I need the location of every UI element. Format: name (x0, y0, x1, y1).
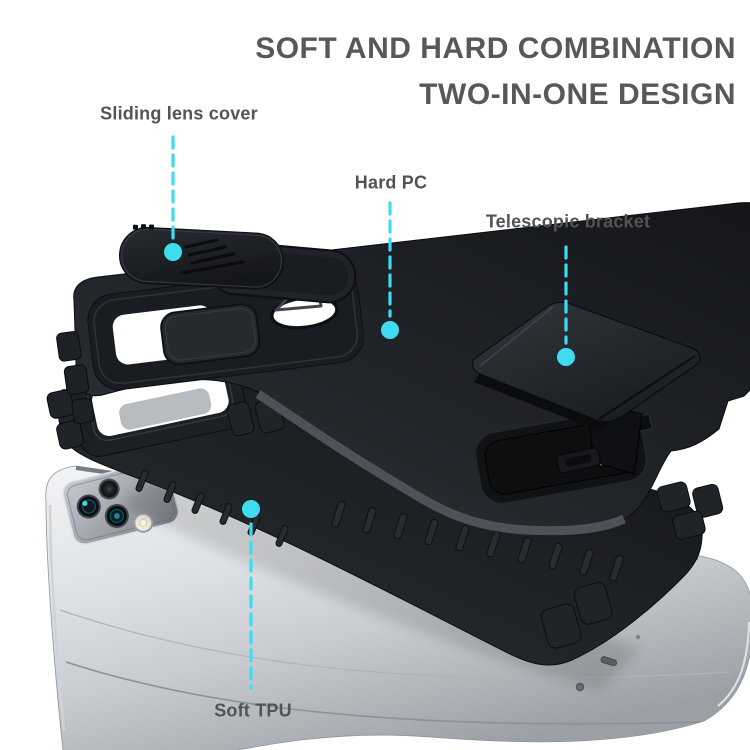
label-soft-tpu: Soft TPU (214, 700, 292, 721)
callout-dot-soft-tpu (242, 500, 260, 518)
camera-lens-main (76, 494, 101, 519)
tpu-bumper-left (46, 389, 84, 450)
callout-dot-hard-pc (381, 321, 399, 339)
tpu-body (57, 369, 703, 666)
tpu-grip-ribs-left (135, 470, 289, 547)
callout-dot-sliding-lens-cover (164, 243, 182, 261)
label-sliding-lens-cover: Sliding lens cover (100, 103, 258, 124)
phone-left-edge-highlight (48, 504, 66, 731)
soft-tpu-case (46, 345, 724, 666)
title-block: SOFT AND HARD COMBINATION TWO-IN-ONE DES… (255, 26, 736, 118)
sliding-lens-cover (118, 224, 284, 290)
hard-case-bumper-left (56, 331, 95, 425)
phone-corner-highlight (717, 621, 750, 707)
bracket-plate-highlight (479, 306, 554, 367)
hard-case-bevel (255, 390, 626, 536)
lens-cover-pill (118, 226, 284, 290)
bracket-foot (556, 447, 601, 474)
inner-slide-panel (160, 303, 261, 366)
label-telescopic-bracket: Telescopic bracket (485, 211, 651, 232)
lens-cover-grips (180, 238, 245, 275)
telescopic-bracket (472, 301, 701, 475)
flash-led (133, 512, 154, 533)
label-hard-pc: Hard PC (354, 172, 428, 193)
hard-pc-case (56, 202, 750, 536)
bracket-plate-edge (598, 355, 696, 420)
mic-hole (635, 634, 641, 640)
tpu-bumper-bottom (540, 582, 613, 649)
title-line-1: SOFT AND HARD COMBINATION (255, 32, 736, 65)
camera-lens-top (98, 478, 120, 500)
phone-bottom-crease (65, 661, 701, 725)
tpu-grip-ribs-right (331, 500, 624, 582)
camera-lens-second (104, 503, 129, 528)
callout-dot-telescopic-bracket (557, 348, 575, 366)
tpu-bumper-right (656, 481, 724, 540)
bracket-plate (472, 301, 701, 423)
title-line-2: TWO-IN-ONE DESIGN (419, 78, 736, 111)
callouts (164, 135, 575, 690)
